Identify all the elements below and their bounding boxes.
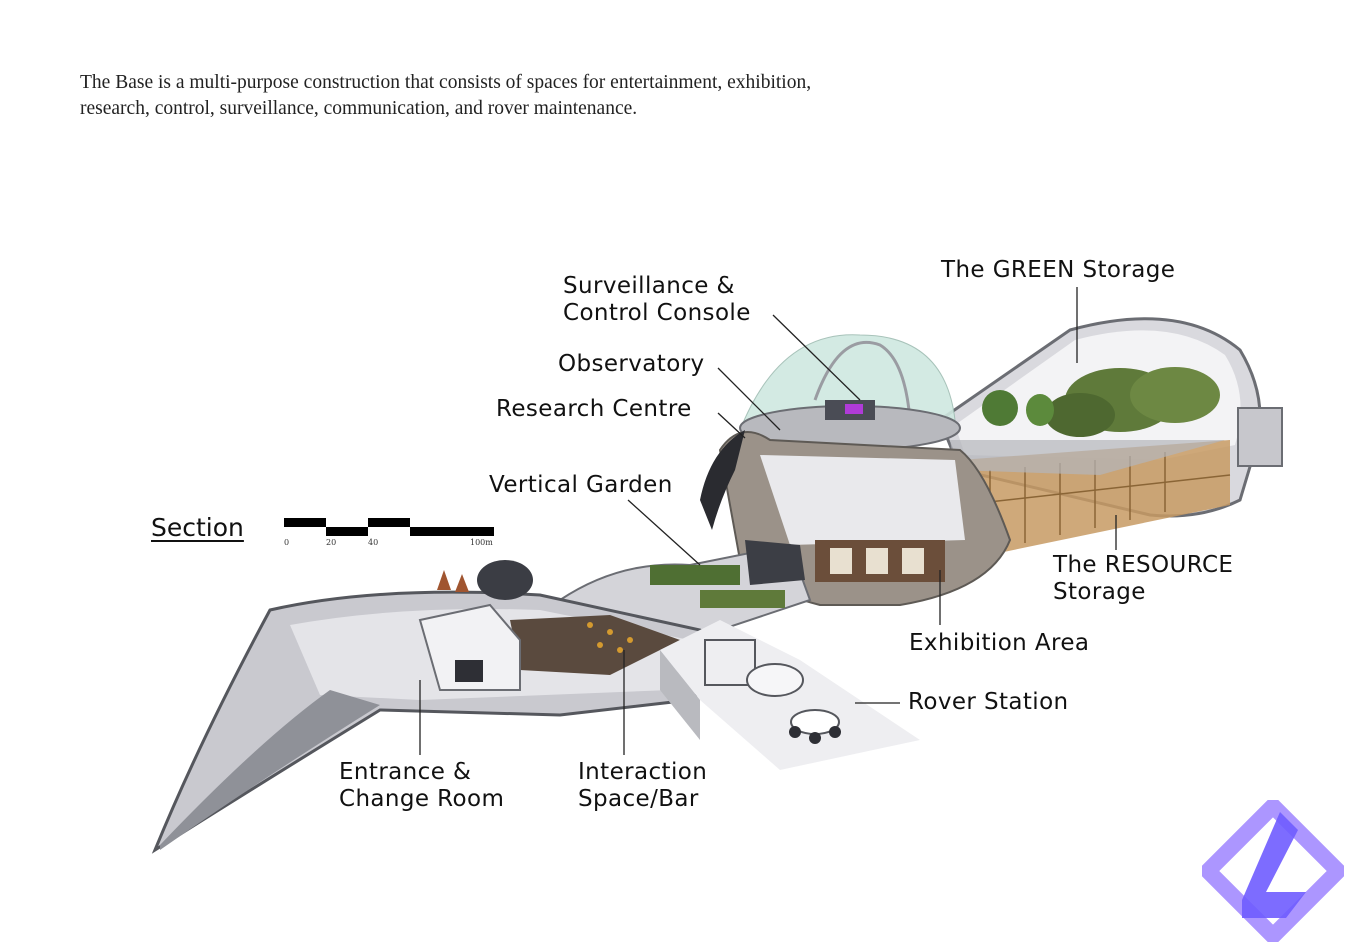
label-research-centre: Research Centre xyxy=(496,396,692,422)
scale-segment xyxy=(368,518,410,527)
intro-paragraph: The Base is a multi-purpose construction… xyxy=(80,70,940,122)
scale-segment xyxy=(410,527,494,536)
label-line: Storage xyxy=(1053,579,1146,605)
rover xyxy=(789,709,841,744)
label-line: Space/Bar xyxy=(578,786,699,812)
label-vertical-garden: Vertical Garden xyxy=(489,472,673,498)
intro-line-1: The Base is a multi-purpose construction… xyxy=(80,72,812,93)
label-observatory: Observatory xyxy=(558,351,705,377)
section-title: Section xyxy=(151,513,244,542)
brand-logo-icon xyxy=(1202,800,1344,942)
scale-tick: 40 xyxy=(368,538,379,547)
label-line: Control Console xyxy=(563,300,751,326)
scale-segment xyxy=(284,518,326,527)
label-line: The RESOURCE xyxy=(1053,552,1234,578)
label-line: Surveillance & xyxy=(563,273,735,299)
label-line: Interaction xyxy=(578,759,708,785)
label-exhibition-area: Exhibition Area xyxy=(909,630,1090,656)
label-surveillance-control-console: Surveillance & Control Console xyxy=(563,273,751,327)
rover-station-structure xyxy=(660,620,920,770)
scale-tick: 20 xyxy=(326,538,337,547)
main-wing-structure xyxy=(151,560,743,854)
label-green-storage: The GREEN Storage xyxy=(941,257,1176,283)
green-storage-structure xyxy=(938,317,1283,560)
leader-lines xyxy=(419,287,1117,755)
label-interaction-space-bar: Interaction Space/Bar xyxy=(578,759,707,813)
scale-tick: 100m xyxy=(470,538,493,547)
label-line: Change Room xyxy=(339,786,505,812)
scale-tick: 0 xyxy=(284,538,290,547)
label-resource-storage: The RESOURCE Storage xyxy=(1053,552,1233,606)
trees xyxy=(982,367,1220,437)
intro-line-2: research, control, surveillance, communi… xyxy=(80,98,638,119)
label-rover-station: Rover Station xyxy=(908,689,1069,715)
label-line: Entrance & xyxy=(339,759,472,785)
scale-segment xyxy=(326,527,368,536)
scale-bar: 0 20 40 100m xyxy=(284,518,496,552)
label-entrance-change-room: Entrance & Change Room xyxy=(339,759,504,813)
